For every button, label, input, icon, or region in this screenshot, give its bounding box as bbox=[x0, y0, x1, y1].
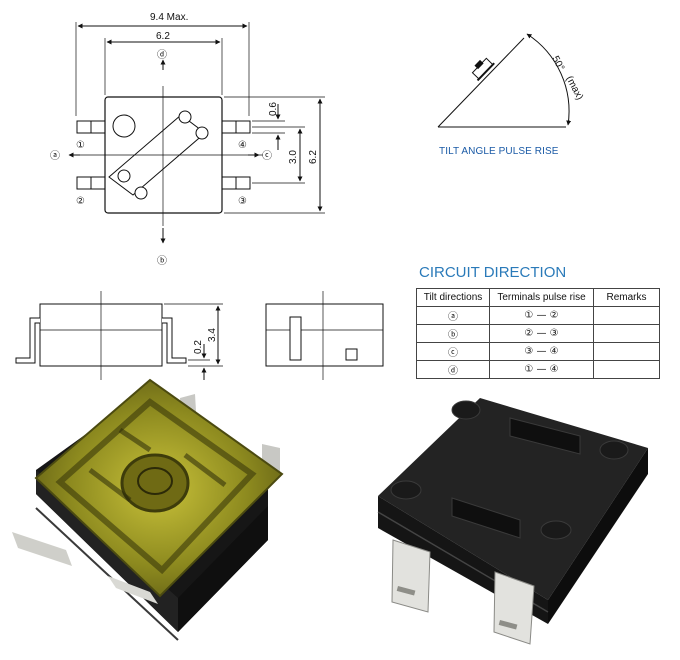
terminal-label-1: ① bbox=[76, 140, 85, 151]
component-photo-bottom bbox=[377, 398, 648, 645]
row-remarks bbox=[593, 342, 660, 361]
dim-lead-width: 0.6 bbox=[268, 102, 279, 116]
tilt-caption: TILT ANGLE PULSE RISE bbox=[439, 146, 559, 157]
terminal-label-2: ② bbox=[76, 196, 85, 207]
header-remarks: Remarks bbox=[593, 288, 660, 307]
direction-label-b: ⓑ bbox=[157, 255, 167, 267]
direction-label-d: ⓓ bbox=[157, 49, 167, 61]
top-view-body bbox=[104, 96, 223, 214]
dim-body-height: 6.2 bbox=[308, 150, 319, 164]
header-tilt-directions: Tilt directions bbox=[416, 288, 490, 307]
header-terminals-pulse-rise: Terminals pulse rise bbox=[489, 288, 594, 307]
row-terminals: ① — ④ bbox=[489, 360, 594, 379]
table-header-row: Tilt directions Terminals pulse rise Rem… bbox=[416, 288, 660, 307]
pin1-mark bbox=[112, 114, 136, 138]
row-terminals: ① — ② bbox=[489, 306, 594, 325]
dim-pitch: 3.0 bbox=[288, 150, 299, 164]
top-view bbox=[68, 22, 325, 244]
side-view-front bbox=[15, 291, 223, 380]
dim-height: 3.4 bbox=[207, 328, 218, 342]
table-row: ⓓ ① — ④ bbox=[416, 360, 660, 379]
terminal-label-4: ④ bbox=[238, 140, 247, 151]
row-direction: ⓒ bbox=[416, 342, 490, 361]
tilt-diagram bbox=[437, 33, 572, 128]
direction-label-c: ⓒ bbox=[262, 150, 272, 162]
side-view-right bbox=[265, 291, 384, 380]
dim-overall-width: 9.4 Max. bbox=[150, 12, 188, 23]
component-photo-top bbox=[12, 378, 284, 641]
row-direction: ⓓ bbox=[416, 360, 490, 379]
row-direction: ⓐ bbox=[416, 306, 490, 325]
table-row: ⓑ ② — ③ bbox=[416, 324, 660, 343]
table-row: ⓐ ① — ② bbox=[416, 306, 660, 325]
tilt-angle-label: 50° bbox=[549, 54, 566, 73]
row-terminals: ③ — ④ bbox=[489, 342, 594, 361]
row-terminals: ② — ③ bbox=[489, 324, 594, 343]
row-remarks bbox=[593, 360, 660, 379]
dim-body-width: 6.2 bbox=[156, 31, 170, 42]
direction-label-a: ⓐ bbox=[50, 150, 60, 162]
terminal-label-3: ③ bbox=[238, 196, 247, 207]
dim-standoff: 0.2 bbox=[193, 340, 204, 354]
row-direction: ⓑ bbox=[416, 324, 490, 343]
circuit-direction-title: CIRCUIT DIRECTION bbox=[419, 264, 567, 281]
row-remarks bbox=[593, 324, 660, 343]
table-row: ⓒ ③ — ④ bbox=[416, 342, 660, 361]
circuit-direction-table: Tilt directions Terminals pulse rise Rem… bbox=[416, 288, 660, 379]
row-remarks bbox=[593, 306, 660, 325]
